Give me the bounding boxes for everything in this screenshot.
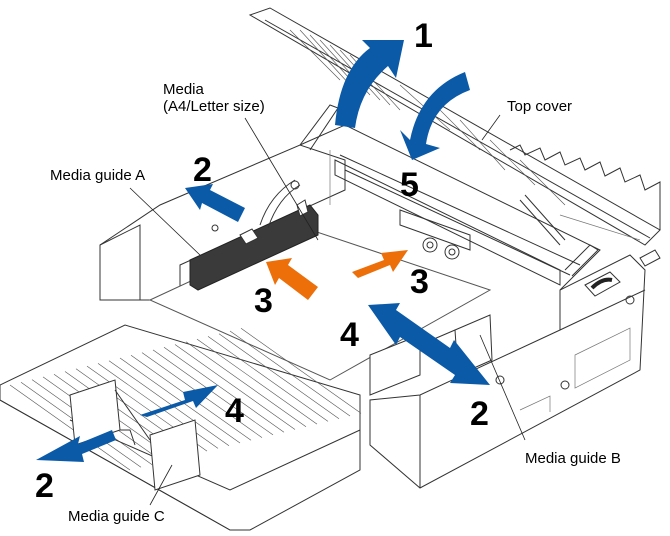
tray-rib (218, 333, 340, 419)
tray-rib (119, 357, 241, 444)
tray-rib (163, 346, 285, 433)
label-media-guide-c: Media guide C (68, 508, 165, 525)
arrow-close-cover (400, 72, 470, 160)
arrow-insert-media-right (352, 250, 408, 278)
label-media-line1: Media (163, 81, 205, 98)
label-media-line2: (A4/Letter size) (163, 98, 265, 115)
tray-rib (174, 344, 296, 430)
arrow-guide-c-out (36, 430, 116, 462)
label-media-guide-a: Media guide A (50, 167, 145, 184)
step-number-4-guide-c: 4 (225, 392, 244, 430)
tray-rib (152, 349, 274, 436)
tray-rib (229, 330, 351, 417)
label-media-guide-b: Media guide B (525, 450, 621, 467)
tray-rib (97, 363, 219, 449)
media-guide-a-body (189, 204, 319, 291)
arrow-guide-b (368, 303, 490, 385)
step-number-2-guide-b: 2 (470, 395, 489, 433)
tray-rib (108, 360, 230, 446)
step-number-2-guide-a: 2 (193, 151, 212, 189)
leader-media-guide-a (129, 187, 201, 256)
leader-media-guide-b (479, 334, 526, 441)
step-number-1: 1 (414, 17, 433, 55)
label-top-cover: Top cover (507, 98, 572, 115)
leader-media (244, 117, 319, 241)
arrow-guide-c-in (140, 385, 218, 417)
arrow-guide-a-out (185, 184, 245, 222)
step-number-3-left: 3 (254, 282, 273, 320)
leader-top-cover (481, 114, 501, 141)
step-number-4-guide-b: 4 (340, 316, 359, 354)
tray-rib (196, 338, 318, 425)
arrow-open-cover (335, 40, 404, 128)
tray-rib (9, 384, 131, 471)
step-number-5: 5 (400, 166, 419, 204)
leader-lines (129, 114, 526, 506)
text-labels: Media (A4/Letter size) Media guide A Top… (35, 17, 621, 525)
arrows (36, 40, 490, 462)
step-number-2-guide-c: 2 (35, 467, 54, 505)
tray-rib (240, 328, 362, 414)
arrow-insert-media-left (266, 258, 318, 300)
tray-rib (185, 341, 307, 428)
leader-media-guide-c (149, 464, 173, 506)
step-number-3-right: 3 (410, 263, 429, 301)
tray-rib (207, 336, 329, 422)
